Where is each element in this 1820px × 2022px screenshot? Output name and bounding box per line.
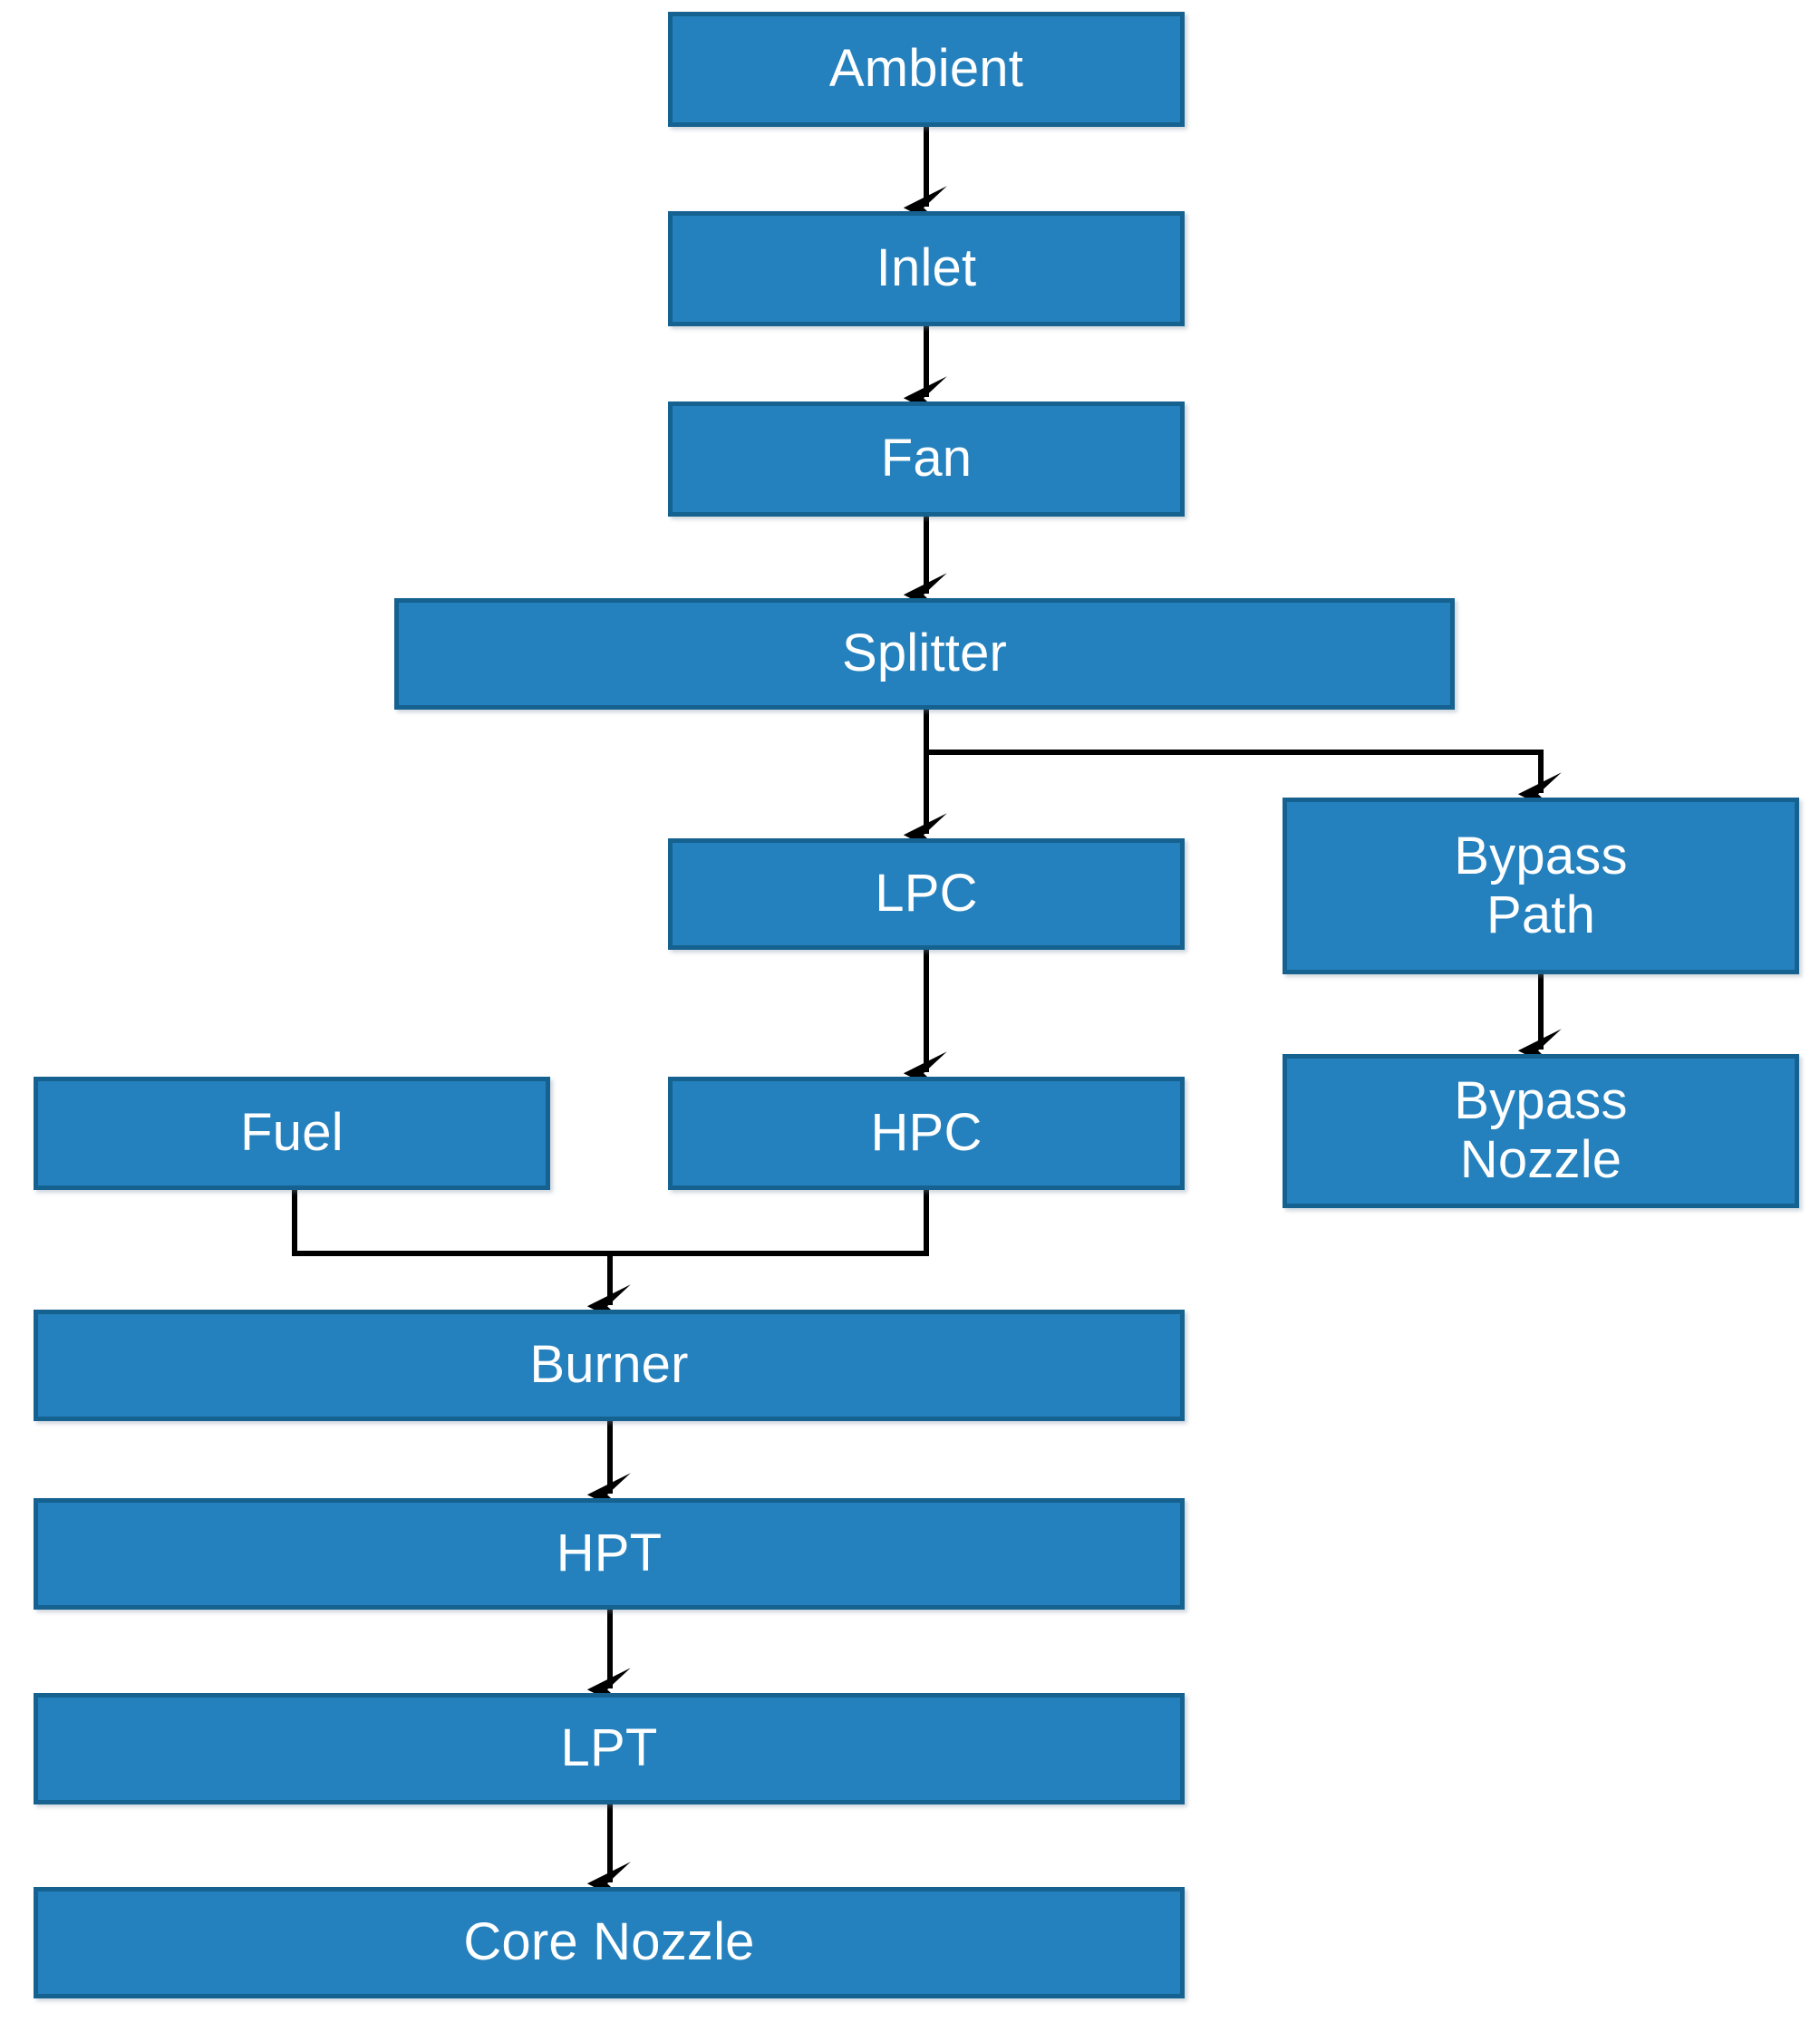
node-splitter[interactable]: Splitter	[394, 598, 1455, 710]
node-hpt[interactable]: HPT	[34, 1498, 1185, 1610]
node-fuel[interactable]: Fuel	[34, 1077, 550, 1190]
node-bypass-path-label: Bypass Path	[1454, 826, 1628, 944]
node-hpt-label: HPT	[556, 1524, 663, 1583]
node-ambient[interactable]: Ambient	[668, 12, 1185, 127]
node-splitter-label: Splitter	[841, 624, 1008, 683]
edge-splitter-to-bypass-path	[926, 750, 1562, 817]
node-fan[interactable]: Fan	[668, 401, 1185, 517]
edge-hpc-to-burner	[610, 1190, 929, 1256]
node-lpc[interactable]: LPC	[668, 838, 1185, 950]
node-core-nozzle-label: Core Nozzle	[463, 1912, 755, 1972]
node-fuel-label: Fuel	[240, 1103, 344, 1163]
node-hpc[interactable]: HPC	[668, 1077, 1185, 1190]
node-lpt[interactable]: LPT	[34, 1693, 1185, 1804]
node-core-nozzle[interactable]: Core Nozzle	[34, 1887, 1185, 1998]
node-bypass-nozzle-label: Bypass Nozzle	[1454, 1071, 1628, 1189]
node-fan-label: Fan	[880, 429, 973, 489]
node-burner-label: Burner	[529, 1335, 689, 1395]
edge-fuel-to-burner	[292, 1190, 610, 1256]
node-burner[interactable]: Burner	[34, 1310, 1185, 1421]
node-hpc-label: HPC	[870, 1103, 983, 1163]
node-ambient-label: Ambient	[828, 39, 1024, 99]
node-bypass-path[interactable]: Bypass Path	[1283, 798, 1799, 974]
node-bypass-nozzle[interactable]: Bypass Nozzle	[1283, 1054, 1799, 1208]
node-lpt-label: LPT	[560, 1718, 658, 1778]
node-inlet[interactable]: Inlet	[668, 211, 1185, 326]
node-lpc-label: LPC	[875, 864, 978, 924]
node-inlet-label: Inlet	[876, 238, 977, 298]
